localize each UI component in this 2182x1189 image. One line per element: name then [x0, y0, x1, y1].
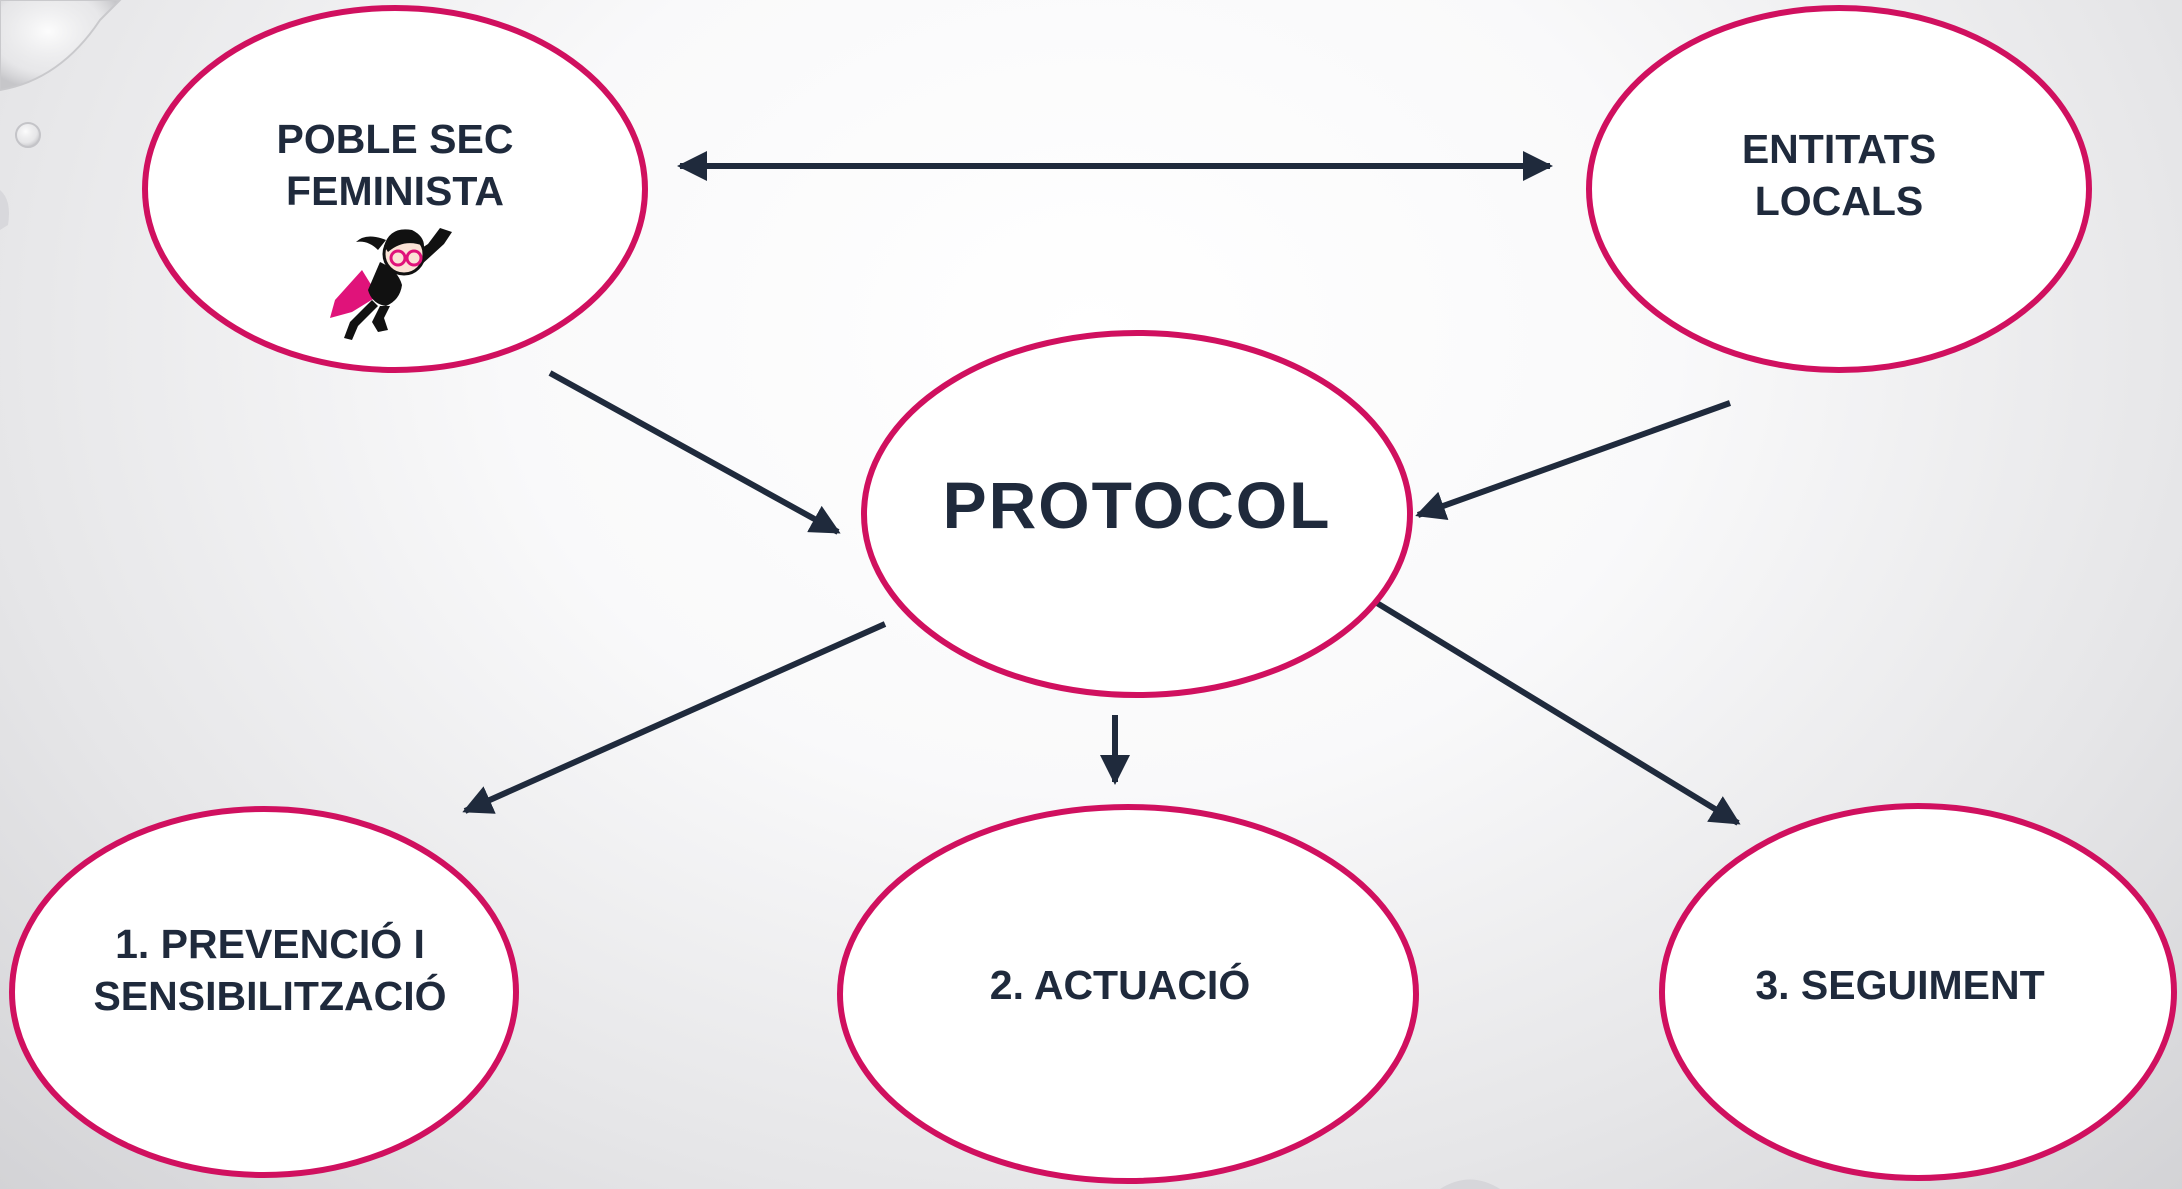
- entitats-line2: LOCALS: [1754, 178, 1924, 224]
- entitats-line1: ENTITATS: [1741, 125, 1937, 172]
- seguiment-text: 3. SEGUIMENT: [1755, 961, 2045, 1008]
- actuacio-text: 2. ACTUACIÓ: [989, 961, 1251, 1008]
- nodes: [9, 5, 2177, 1184]
- poble-sec-label: POBLE SEC FEMINISTA: [220, 110, 570, 220]
- arrow-entitats-protocol: [1415, 400, 1732, 520]
- prevencio-line1: 1. PREVENCIÓ I: [115, 920, 425, 967]
- arrow-protocol-seguiment: [1370, 597, 1741, 826]
- poble-sec-line2: FEMINISTA: [286, 168, 504, 214]
- decorative-bubbles: [0, 0, 1500, 1189]
- protocol-text: PROTOCOL: [942, 467, 1332, 542]
- node-prevencio: [9, 806, 519, 1178]
- superhero-girl-icon: [330, 228, 452, 340]
- arrows: [462, 151, 1741, 826]
- arrow-poble-sec-protocol: [548, 370, 841, 535]
- node-protocol: [861, 330, 1413, 698]
- node-actuacio: [837, 804, 1419, 1184]
- entitats-label: ENTITATS LOCALS: [1664, 120, 2014, 230]
- node-seguiment: [1659, 803, 2177, 1181]
- prevencio-line2: SENSIBILITZACIÓ: [93, 973, 447, 1019]
- poble-sec-line1: POBLE SEC: [276, 115, 514, 162]
- seguiment-label: 3. SEGUIMENT: [1690, 955, 2110, 1015]
- node-poble-sec-feminista: [142, 5, 648, 373]
- node-entitats-locals: [1586, 5, 2092, 373]
- prevencio-label: 1. PREVENCIÓ I SENSIBILITZACIÓ: [60, 915, 480, 1025]
- arrow-protocol-prevencio: [462, 621, 887, 814]
- protocol-label: PROTOCOL: [877, 460, 1397, 550]
- actuacio-label: 2. ACTUACIÓ: [910, 955, 1330, 1015]
